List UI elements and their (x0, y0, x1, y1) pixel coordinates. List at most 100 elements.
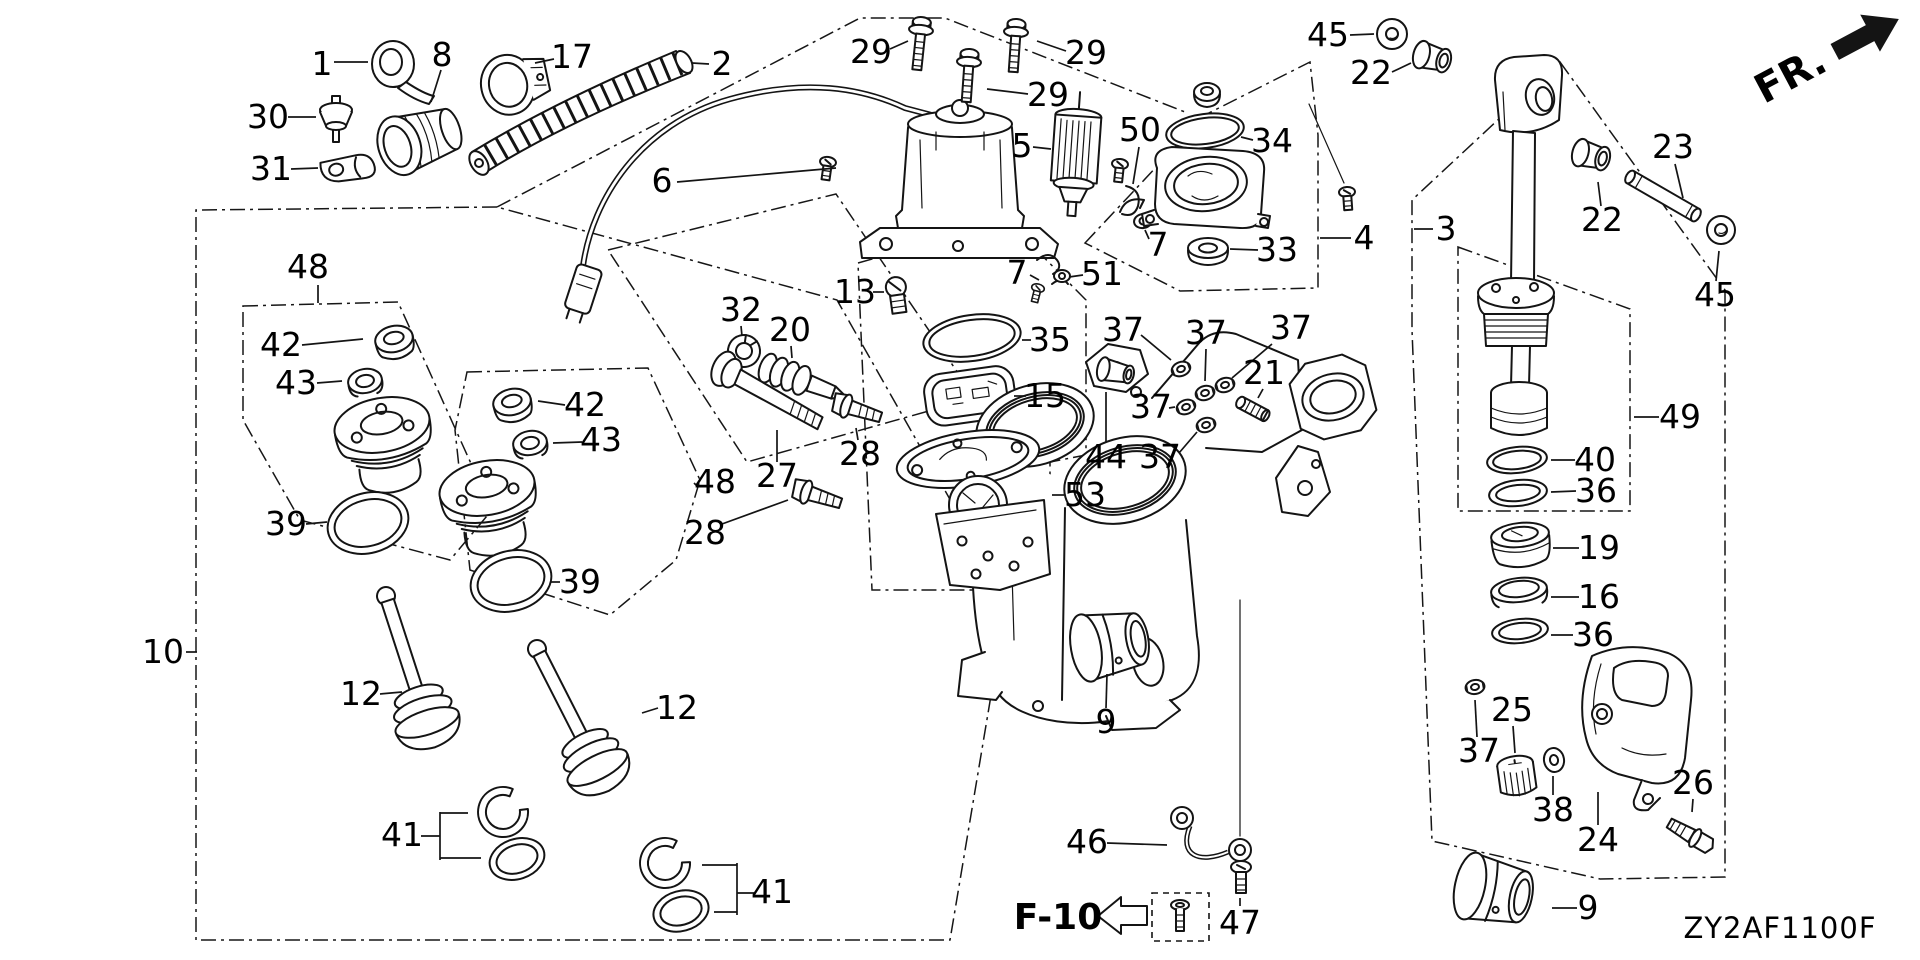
oring-39a-drawing (319, 482, 417, 564)
callout-29-c: 29 (986, 75, 1069, 114)
svg-text:36: 36 (1572, 615, 1614, 654)
svg-text:43: 43 (580, 420, 622, 459)
cable-clip-drawing (319, 153, 376, 183)
callout-10: 10 (142, 632, 197, 671)
callout-39-a: 39 (265, 504, 328, 543)
valve-bolt-b-drawing (791, 478, 844, 510)
seal-42a-drawing (371, 321, 418, 364)
svg-text:48: 48 (694, 462, 736, 501)
callout-37-f: 37 (1458, 699, 1500, 770)
reference-arrow-icon (1097, 896, 1148, 935)
svg-text:7: 7 (1007, 253, 1028, 292)
svg-text:F-10: F-10 (1014, 897, 1103, 938)
callout-45-b: 45 (1694, 250, 1736, 314)
svg-text:15: 15 (1024, 376, 1066, 415)
svg-text:44: 44 (1085, 437, 1127, 476)
valve-spring-20-drawing (757, 352, 847, 400)
f10-reference: F-10 (1014, 892, 1210, 942)
callout-7-b: 7 (1144, 225, 1169, 264)
callout-6: 6 (652, 161, 837, 200)
callout-53: 53 (1052, 475, 1106, 514)
ring-43b-drawing (510, 427, 551, 461)
callout-26: 26 (1672, 763, 1714, 813)
callout-40: 40 (1551, 440, 1616, 479)
callout-7-a: 7 (1007, 253, 1040, 292)
cclip-41b-drawing (635, 833, 695, 893)
svg-text:30: 30 (247, 97, 289, 136)
callout-28-a: 28 (839, 427, 881, 473)
trim-motor-drawing (859, 99, 1059, 259)
callout-20: 20 (769, 310, 811, 359)
svg-text:31: 31 (250, 149, 292, 188)
callout-50: 50 (1119, 110, 1161, 185)
hose-clamp-drawing (479, 53, 552, 116)
svg-text:27: 27 (756, 456, 798, 495)
svg-text:29: 29 (1065, 33, 1107, 72)
callout-46: 46 (1066, 822, 1168, 861)
svg-text:4: 4 (1354, 218, 1375, 257)
grommet-drawing (376, 107, 463, 177)
washer-45b-drawing (1706, 215, 1736, 245)
manual-valve-25-drawing (1496, 754, 1538, 797)
callout-22-a: 22 (1350, 53, 1412, 92)
svg-text:20: 20 (769, 310, 811, 349)
joint-bushing-44-drawing (1095, 356, 1135, 385)
callout-21: 21 (1243, 353, 1285, 399)
mount-bolt-b-drawing (1000, 17, 1030, 74)
callout-4: 4 (1320, 218, 1375, 257)
svg-text:25: 25 (1491, 690, 1533, 729)
callout-37-e: 37 (1139, 431, 1198, 476)
svg-text:34: 34 (1251, 121, 1293, 160)
callout-37-b: 37 (1185, 313, 1227, 382)
oring-41b-drawing (647, 883, 715, 939)
svg-text:5: 5 (1012, 126, 1033, 165)
svg-text:41: 41 (751, 872, 793, 911)
svg-text:50: 50 (1119, 110, 1161, 149)
svg-text:16: 16 (1578, 577, 1620, 616)
callout-38: 38 (1532, 776, 1574, 829)
callout-3: 3 (1414, 209, 1457, 248)
piston-48a-drawing (329, 389, 443, 502)
svg-text:47: 47 (1219, 903, 1261, 942)
washer-38-drawing (1542, 747, 1566, 773)
svg-text:22: 22 (1350, 53, 1392, 92)
washer-45a-drawing (1376, 18, 1408, 50)
svg-text:17: 17 (551, 37, 593, 76)
cover-24-drawing (1581, 646, 1693, 812)
callout-12-b: 12 (641, 688, 698, 727)
pin-23-drawing (1624, 169, 1702, 223)
brush-screw-drawing (1109, 157, 1130, 184)
svg-text:33: 33 (1256, 230, 1298, 269)
ground-cable-drawing (1170, 806, 1252, 894)
callout-39-b: 39 (550, 562, 601, 601)
valve-bolt-a-drawing (831, 392, 884, 424)
svg-text:1: 1 (312, 44, 333, 83)
pin-21-drawing (1235, 395, 1271, 423)
svg-text:42: 42 (564, 385, 606, 424)
svg-text:24: 24 (1577, 820, 1619, 859)
svg-text:23: 23 (1652, 127, 1694, 166)
callout-27: 27 (756, 430, 798, 495)
callout-29-b: 29 (1036, 33, 1107, 72)
svg-text:FR.: FR. (1747, 38, 1834, 113)
svg-text:22: 22 (1581, 200, 1623, 239)
callout-5: 5 (1012, 126, 1052, 165)
svg-text:32: 32 (720, 290, 762, 329)
callout-19: 19 (1553, 528, 1620, 567)
callout-24: 24 (1577, 792, 1619, 859)
callout-49: 49 (1634, 397, 1701, 436)
svg-text:29: 29 (1027, 75, 1069, 114)
mount-bolt-a-drawing (903, 14, 936, 73)
svg-text:51: 51 (1081, 254, 1123, 293)
armature-drawing (1049, 91, 1103, 218)
callout-29-a: 29 (850, 32, 909, 71)
front-direction-indicator: FR. (1747, 14, 1899, 113)
callout-47: 47 (1219, 898, 1261, 942)
trim-rod-b-drawing (502, 624, 640, 807)
svg-text:8: 8 (432, 35, 453, 74)
bushing-22b-drawing (1568, 136, 1615, 175)
callout-42-a: 42 (260, 325, 364, 364)
svg-text:42: 42 (260, 325, 302, 364)
callout-32: 32 (720, 290, 762, 337)
